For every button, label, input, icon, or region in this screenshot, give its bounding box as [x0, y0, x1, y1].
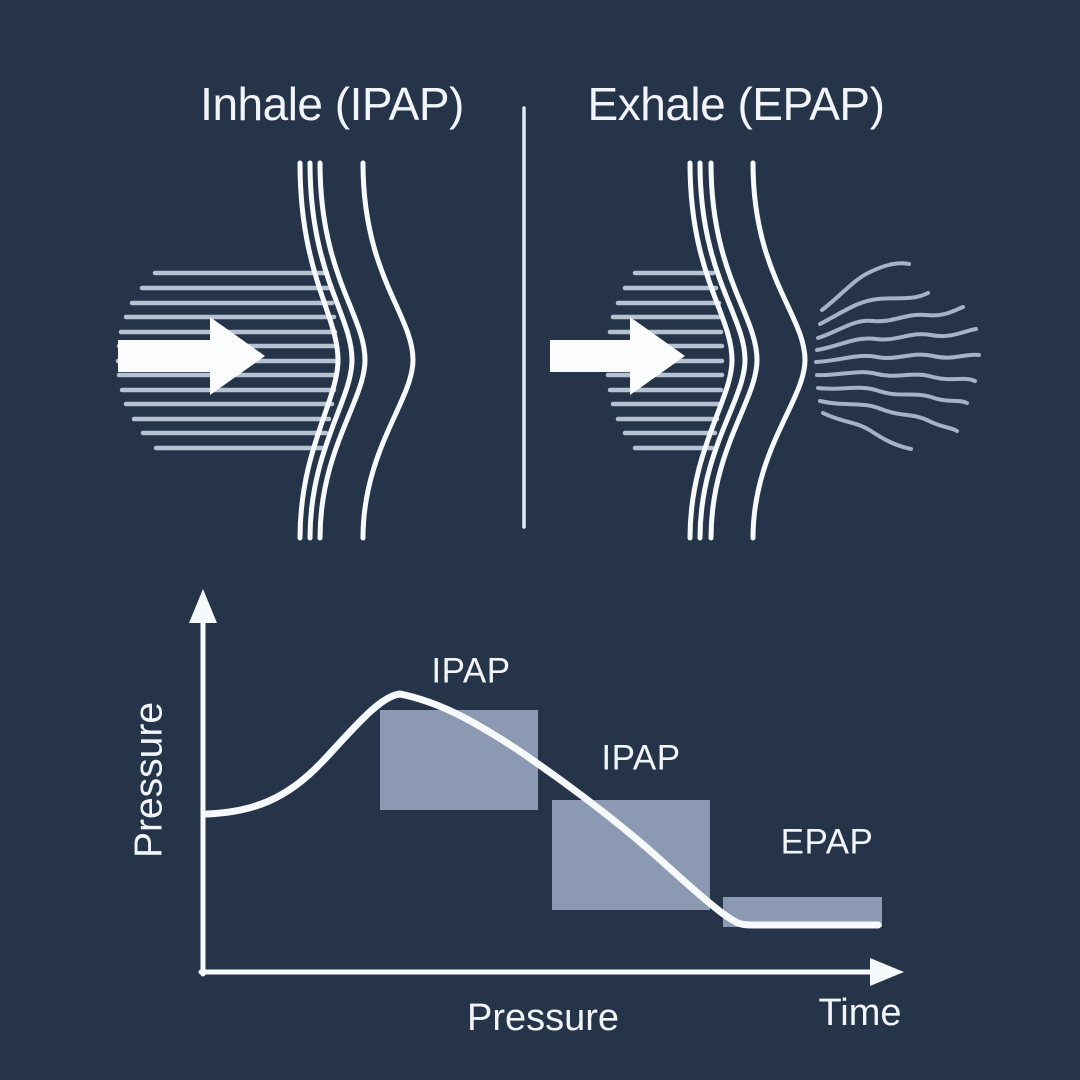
ipap-region-label-2: IPAP: [601, 738, 681, 778]
x-axis-arrowhead-icon: [870, 958, 904, 986]
ipap-region-label-1: IPAP: [431, 651, 511, 691]
pressure-curve: [203, 690, 882, 929]
exhale-arrow-icon: [550, 317, 685, 395]
y-axis-arrowhead-icon: [189, 589, 217, 623]
ipap-region-box-2: [552, 800, 710, 910]
exhale-panel-title: Exhale (EPAP): [587, 78, 885, 130]
chart-region-boxes: [380, 710, 882, 927]
pressure-time-chart: [189, 589, 904, 986]
exhaled-air-squiggles-icon: [814, 261, 981, 451]
exhale-airway-membrane-lines: [687, 160, 808, 541]
exhale-panel: [550, 160, 981, 541]
y-axis-label: Pressure: [127, 701, 171, 859]
inhale-panel: [115, 160, 416, 541]
x-axis-label: Pressure: [466, 997, 620, 1039]
inhale-airway-membrane-lines: [297, 160, 416, 541]
inhale-panel-title: Inhale (IPAP): [200, 78, 464, 130]
x-axis-end-label: Time: [818, 992, 902, 1034]
epap-region-label: EPAP: [780, 822, 874, 862]
inhale-arrow-icon: [118, 317, 265, 395]
ipap-region-box-1: [380, 710, 538, 810]
chart-axes: [198, 609, 879, 977]
